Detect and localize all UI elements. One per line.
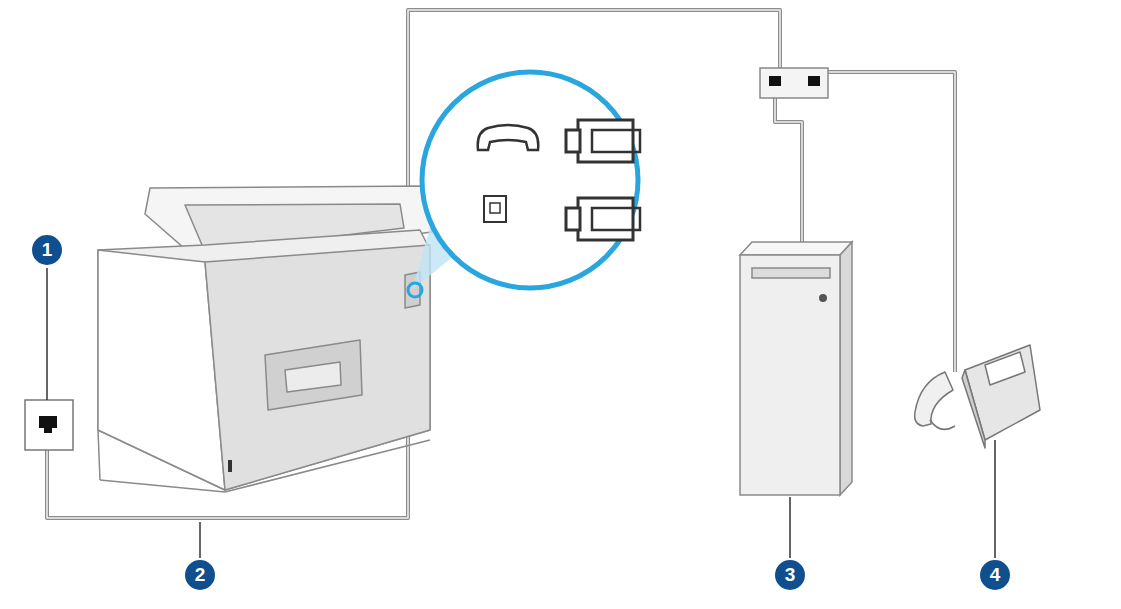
callout-number: 2	[185, 560, 215, 590]
computer-tower	[740, 242, 852, 495]
callout-number: 4	[980, 560, 1010, 590]
telephone	[915, 345, 1040, 448]
printer	[98, 186, 432, 492]
splitter	[760, 68, 828, 98]
leader-lines	[47, 268, 995, 558]
wall-jack	[25, 400, 73, 450]
callout-number: 1	[32, 235, 62, 265]
callout-number: 3	[775, 560, 805, 590]
port-magnifier	[408, 72, 640, 297]
phone-cables	[47, 10, 955, 518]
